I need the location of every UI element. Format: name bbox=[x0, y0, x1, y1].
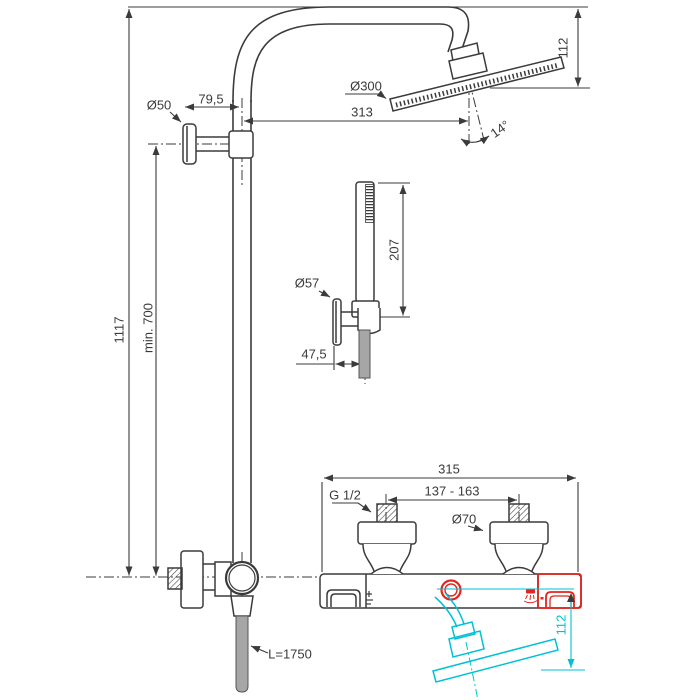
dimension-thread-size: G 1/2 bbox=[329, 487, 361, 503]
dimension-min-height: min. 700 bbox=[140, 303, 156, 353]
mixer-side-view bbox=[167, 550, 260, 693]
ghost-connector-ring bbox=[451, 621, 476, 640]
right-escutcheon-top bbox=[489, 521, 549, 545]
dimension-bracket-offset: 79,5 bbox=[198, 91, 224, 107]
left-escutcheon-top bbox=[357, 521, 417, 545]
right-connection-thread bbox=[508, 503, 530, 524]
dimension-hose-length: L=1750 bbox=[268, 646, 312, 662]
holder-wall-flange bbox=[332, 298, 342, 346]
dimension-holder-offset: 47,5 bbox=[301, 346, 327, 362]
left-connection-thread bbox=[376, 503, 398, 524]
ghost-preview bbox=[432, 588, 585, 700]
dimension-connection-spread: 137 - 163 bbox=[424, 483, 480, 499]
ghost-head-plate bbox=[432, 638, 559, 683]
ghost-dim-top-arrow bbox=[567, 593, 575, 602]
dimension-holder-diameter: Ø57 bbox=[294, 275, 320, 291]
wall-bracket bbox=[182, 123, 254, 165]
mixer-front-view bbox=[319, 503, 582, 609]
temperature-marks bbox=[366, 591, 373, 605]
shower-mode-icon bbox=[523, 589, 544, 604]
dimension-handshower-length: 207 bbox=[386, 239, 402, 261]
mixer-side-body bbox=[180, 550, 204, 609]
overhead-shower-head bbox=[389, 42, 565, 112]
dimension-head-drop: 112 bbox=[555, 37, 571, 59]
dimension-overall-height: 1117 bbox=[111, 316, 127, 344]
shower-handle bbox=[545, 591, 575, 607]
highlight-rect bbox=[537, 573, 582, 609]
head-plate bbox=[389, 56, 565, 112]
dimension-ghost-head-drop: 112 bbox=[553, 614, 569, 636]
dimension-escutcheon-diameter: Ø70 bbox=[451, 511, 477, 527]
head-connector-block bbox=[448, 52, 488, 80]
dimension-bracket-diameter: Ø50 bbox=[146, 97, 172, 113]
hand-shower-hose bbox=[358, 329, 371, 379]
dimension-mixer-width: 315 bbox=[438, 461, 460, 477]
pipe-collar bbox=[228, 130, 254, 159]
hand-shower-sprayface bbox=[365, 184, 374, 223]
shower-column-pipe bbox=[232, 6, 470, 563]
main-shower-hose bbox=[235, 615, 249, 693]
dimension-head-reach: 313 bbox=[351, 104, 373, 120]
hand-shower-set bbox=[332, 181, 381, 379]
hose-connector bbox=[230, 595, 254, 617]
ghost-connector-block bbox=[448, 630, 485, 658]
mixer-inlet-thread bbox=[167, 567, 183, 590]
dimension-head-diameter: Ø300 bbox=[350, 78, 382, 94]
